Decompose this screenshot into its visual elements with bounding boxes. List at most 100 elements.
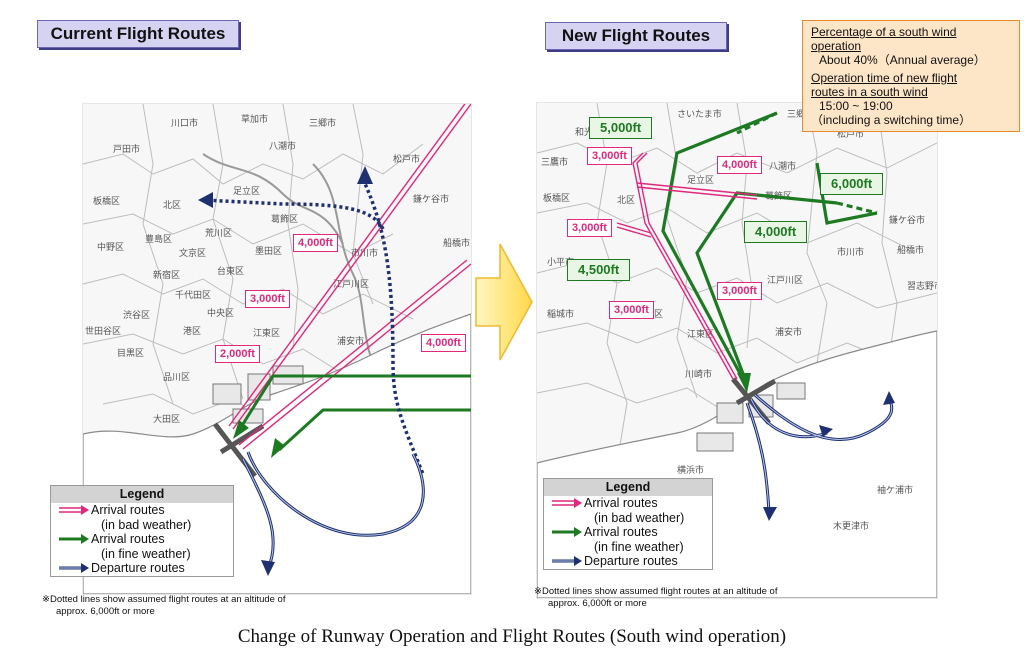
alt-label-3000-nw: 3,000ft <box>587 147 632 165</box>
legend-arrival-fine: Arrival routes <box>51 532 233 547</box>
svg-text:八潮市: 八潮市 <box>769 160 796 172</box>
svg-text:足立区: 足立区 <box>687 174 714 186</box>
svg-text:文京区: 文京区 <box>179 247 206 259</box>
info-heading: operation <box>811 39 862 53</box>
svg-text:豊島区: 豊島区 <box>145 233 172 245</box>
legend-departure-label: Departure routes <box>91 561 185 575</box>
alt-label-2000: 2,000ft <box>215 345 260 363</box>
legend-departure-label: Departure routes <box>584 554 678 568</box>
legend-departure: Departure routes <box>544 554 712 569</box>
legend-new: Legend Arrival routes (in bad weather) A… <box>543 478 713 570</box>
svg-text:鎌ケ谷市: 鎌ケ谷市 <box>413 193 449 205</box>
green-arrow-icon <box>550 525 584 540</box>
svg-text:北区: 北区 <box>163 200 181 211</box>
svg-text:川崎市: 川崎市 <box>685 368 712 380</box>
legend-arrival-bad: Arrival routes <box>51 503 233 518</box>
svg-text:市川市: 市川市 <box>837 246 864 258</box>
svg-text:戸田市: 戸田市 <box>113 143 140 155</box>
new-routes-title: New Flight Routes <box>545 22 727 50</box>
svg-text:船橋市: 船橋市 <box>897 244 924 256</box>
info-value: 15:00 ~ 19:00 <box>819 99 893 113</box>
note-line: approx. 6,000ft or more <box>56 606 155 617</box>
figure-caption: Change of Runway Operation and Flight Ro… <box>237 626 787 647</box>
svg-text:江東区: 江東区 <box>253 327 280 339</box>
svg-text:稲城市: 稲城市 <box>547 308 574 320</box>
alt-label-4000: 4,000ft <box>293 234 338 252</box>
svg-text:千代田区: 千代田区 <box>175 290 211 301</box>
legend-title: Legend <box>51 486 233 503</box>
svg-text:品川区: 品川区 <box>163 372 190 383</box>
svg-text:大田区: 大田区 <box>153 413 180 425</box>
legend-arrival-fine: Arrival routes <box>544 525 712 540</box>
alt-label-6000: 6,000ft <box>820 173 884 195</box>
alt-label-4000-east: 4,000ft <box>421 334 466 352</box>
legend-arrival-fine-sub: (in fine weather) <box>101 547 191 561</box>
svg-text:江戸川区: 江戸川区 <box>333 279 369 290</box>
svg-text:中野区: 中野区 <box>97 241 124 253</box>
legend-arrival-bad-label: Arrival routes <box>91 503 165 517</box>
note-current: ※Dotted lines show assumed flight routes… <box>42 594 285 618</box>
note-new: ※Dotted lines show assumed flight routes… <box>534 586 777 610</box>
legend-arrival-fine-label: Arrival routes <box>91 532 165 546</box>
svg-text:中央区: 中央区 <box>207 307 234 319</box>
info-heading: Percentage of a south wind <box>811 25 957 39</box>
note-line: approx. 6,000ft or more <box>548 598 647 609</box>
alt-label-3000-se: 3,000ft <box>717 282 762 300</box>
svg-text:浦安市: 浦安市 <box>775 326 802 338</box>
legend-arrival-bad: Arrival routes <box>544 496 712 511</box>
alt-label-5000: 5,000ft <box>589 117 653 139</box>
transition-arrow-icon <box>475 243 533 361</box>
note-line: ※Dotted lines show assumed flight routes… <box>42 594 286 605</box>
alt-label-4000-e: 4,000ft <box>744 221 808 243</box>
svg-text:さいたま市: さいたま市 <box>677 108 722 120</box>
legend-title: Legend <box>544 479 712 496</box>
navy-arrow-icon <box>550 554 584 569</box>
svg-text:木更津市: 木更津市 <box>833 520 869 532</box>
note-line: ※Dotted lines show assumed flight routes… <box>534 586 778 597</box>
legend-arrival-bad-label: Arrival routes <box>584 496 658 510</box>
legend-departure: Departure routes <box>51 561 233 576</box>
current-routes-title: Current Flight Routes <box>37 20 239 48</box>
svg-text:船橋市: 船橋市 <box>443 237 470 249</box>
svg-text:草加市: 草加市 <box>241 113 268 125</box>
svg-text:八潮市: 八潮市 <box>269 140 296 152</box>
alt-label-4000-ne: 4,000ft <box>717 156 762 174</box>
alt-label-3000-s: 3,000ft <box>609 301 654 319</box>
pink-arrow-icon <box>550 496 584 511</box>
svg-text:浦安市: 浦安市 <box>337 335 364 347</box>
svg-text:台東区: 台東区 <box>217 265 244 277</box>
svg-text:世田谷区: 世田谷区 <box>85 325 121 337</box>
svg-text:目黒区: 目黒区 <box>117 348 144 359</box>
svg-text:渋谷区: 渋谷区 <box>123 309 150 321</box>
svg-text:習志野市: 習志野市 <box>907 280 937 292</box>
alt-label-3000: 3,000ft <box>245 290 290 308</box>
svg-text:墨田区: 墨田区 <box>255 246 282 257</box>
svg-text:三郷市: 三郷市 <box>309 117 336 129</box>
green-arrow-icon <box>57 532 91 547</box>
alt-label-3000-w: 3,000ft <box>567 219 612 237</box>
svg-text:松戸市: 松戸市 <box>393 153 420 165</box>
svg-text:荒川区: 荒川区 <box>205 228 232 239</box>
svg-text:鎌ケ谷市: 鎌ケ谷市 <box>889 214 925 226</box>
svg-text:板橋区: 板橋区 <box>93 195 120 207</box>
svg-text:新宿区: 新宿区 <box>153 269 180 281</box>
info-heading: routes in a south wind <box>811 85 928 99</box>
legend-arrival-fine-sub: (in fine weather) <box>594 540 684 554</box>
navy-arrow-icon <box>57 561 91 576</box>
svg-text:横浜市: 横浜市 <box>677 464 704 476</box>
svg-text:港区: 港区 <box>183 325 201 337</box>
info-value: （including a switching time） <box>811 113 972 127</box>
svg-text:川口市: 川口市 <box>171 117 198 129</box>
svg-text:三鷹市: 三鷹市 <box>541 156 568 168</box>
alt-label-4500: 4,500ft <box>567 259 631 281</box>
info-heading: Operation time of new flight <box>811 71 958 85</box>
info-value: About 40%（Annual average） <box>819 53 986 67</box>
legend-arrival-bad-sub: (in bad weather) <box>101 518 192 532</box>
svg-text:袖ケ浦市: 袖ケ浦市 <box>877 484 913 496</box>
south-wind-info-box: Percentage of a south wind operation Abo… <box>802 20 1020 132</box>
svg-text:足立区: 足立区 <box>233 185 260 197</box>
svg-text:江東区: 江東区 <box>687 328 714 340</box>
svg-text:葛飾区: 葛飾区 <box>271 213 298 225</box>
pink-arrow-icon <box>57 503 91 518</box>
